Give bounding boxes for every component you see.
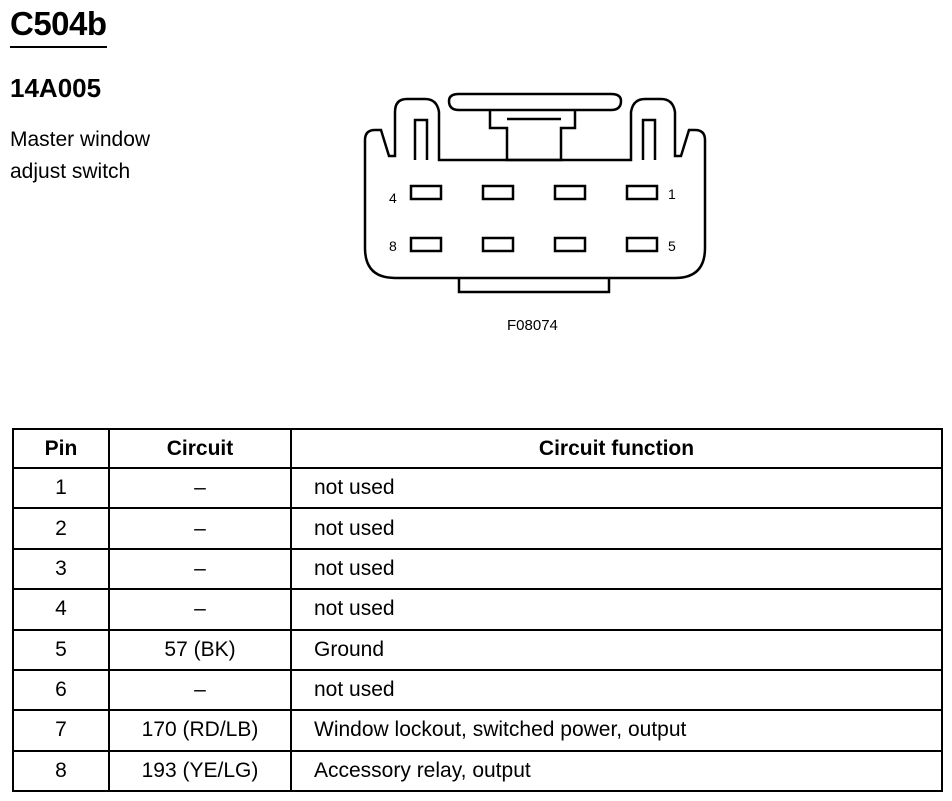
function-cell: not used [290, 507, 943, 550]
pin-cavity [625, 184, 659, 201]
circuit-cell: 170 (RD/LB) [108, 709, 292, 752]
function-cell: not used [290, 466, 943, 510]
pin-cavity [625, 236, 659, 253]
component-description: Master window adjust switch [10, 124, 210, 188]
connector-face-diagram: 4 1 8 5 [363, 92, 707, 294]
part-number: 14A005 [10, 73, 102, 103]
pin-cavity [481, 236, 515, 253]
pin-cavity [553, 184, 587, 201]
circuit-cell: – [108, 588, 292, 631]
table-header-row: Pin Circuit Circuit function [12, 428, 943, 469]
pin-number-label: 4 [389, 190, 397, 206]
function-cell: not used [290, 588, 943, 631]
pin-cavity [409, 236, 443, 253]
pin-cell: 5 [12, 628, 110, 671]
table-row: 2 – not used [12, 507, 943, 550]
pin-cell: 1 [12, 466, 110, 510]
pin-cavity [553, 236, 587, 253]
description-line: Master window [10, 128, 151, 151]
header-function: Circuit function [290, 428, 943, 469]
connector-housing [363, 92, 707, 294]
pin-cell: 8 [12, 749, 110, 793]
header-pin: Pin [12, 428, 110, 469]
table-row: 8 193 (YE/LG) Accessory relay, output [12, 749, 943, 793]
circuit-cell: 57 (BK) [108, 628, 292, 671]
pin-cell: 4 [12, 588, 110, 631]
function-cell: Window lockout, switched power, output [290, 709, 943, 752]
figure-id: F08074 [507, 317, 558, 334]
pin-cell: 3 [12, 547, 110, 591]
circuit-cell: – [108, 547, 292, 591]
table-row: 3 – not used [12, 547, 943, 591]
connector-id: C504b [10, 4, 107, 48]
pin-number-label: 5 [668, 238, 676, 254]
function-cell: Ground [290, 628, 943, 671]
table-row: 6 – not used [12, 668, 943, 712]
circuit-cell: – [108, 507, 292, 550]
table-row: 5 57 (BK) Ground [12, 628, 943, 671]
function-cell: not used [290, 668, 943, 712]
circuit-cell: 193 (YE/LG) [108, 749, 292, 793]
function-cell: not used [290, 547, 943, 591]
circuit-cell: – [108, 466, 292, 510]
table-row: 7 170 (RD/LB) Window lockout, switched p… [12, 709, 943, 752]
description-line: adjust switch [10, 160, 131, 183]
table-row: 1 – not used [12, 466, 943, 510]
pin-circuit-table: Pin Circuit Circuit function 1 – not use… [12, 428, 943, 793]
table-row: 4 – not used [12, 588, 943, 631]
pin-cavity [409, 184, 443, 201]
pin-cell: 2 [12, 507, 110, 550]
function-cell: Accessory relay, output [290, 749, 943, 793]
pin-number-label: 1 [668, 186, 676, 202]
header-circuit: Circuit [108, 428, 292, 469]
pin-number-label: 8 [389, 238, 397, 254]
terminal-cavities [409, 184, 659, 253]
pin-cell: 7 [12, 709, 110, 752]
circuit-cell: – [108, 668, 292, 712]
pin-cavity [481, 184, 515, 201]
pin-cell: 6 [12, 668, 110, 712]
